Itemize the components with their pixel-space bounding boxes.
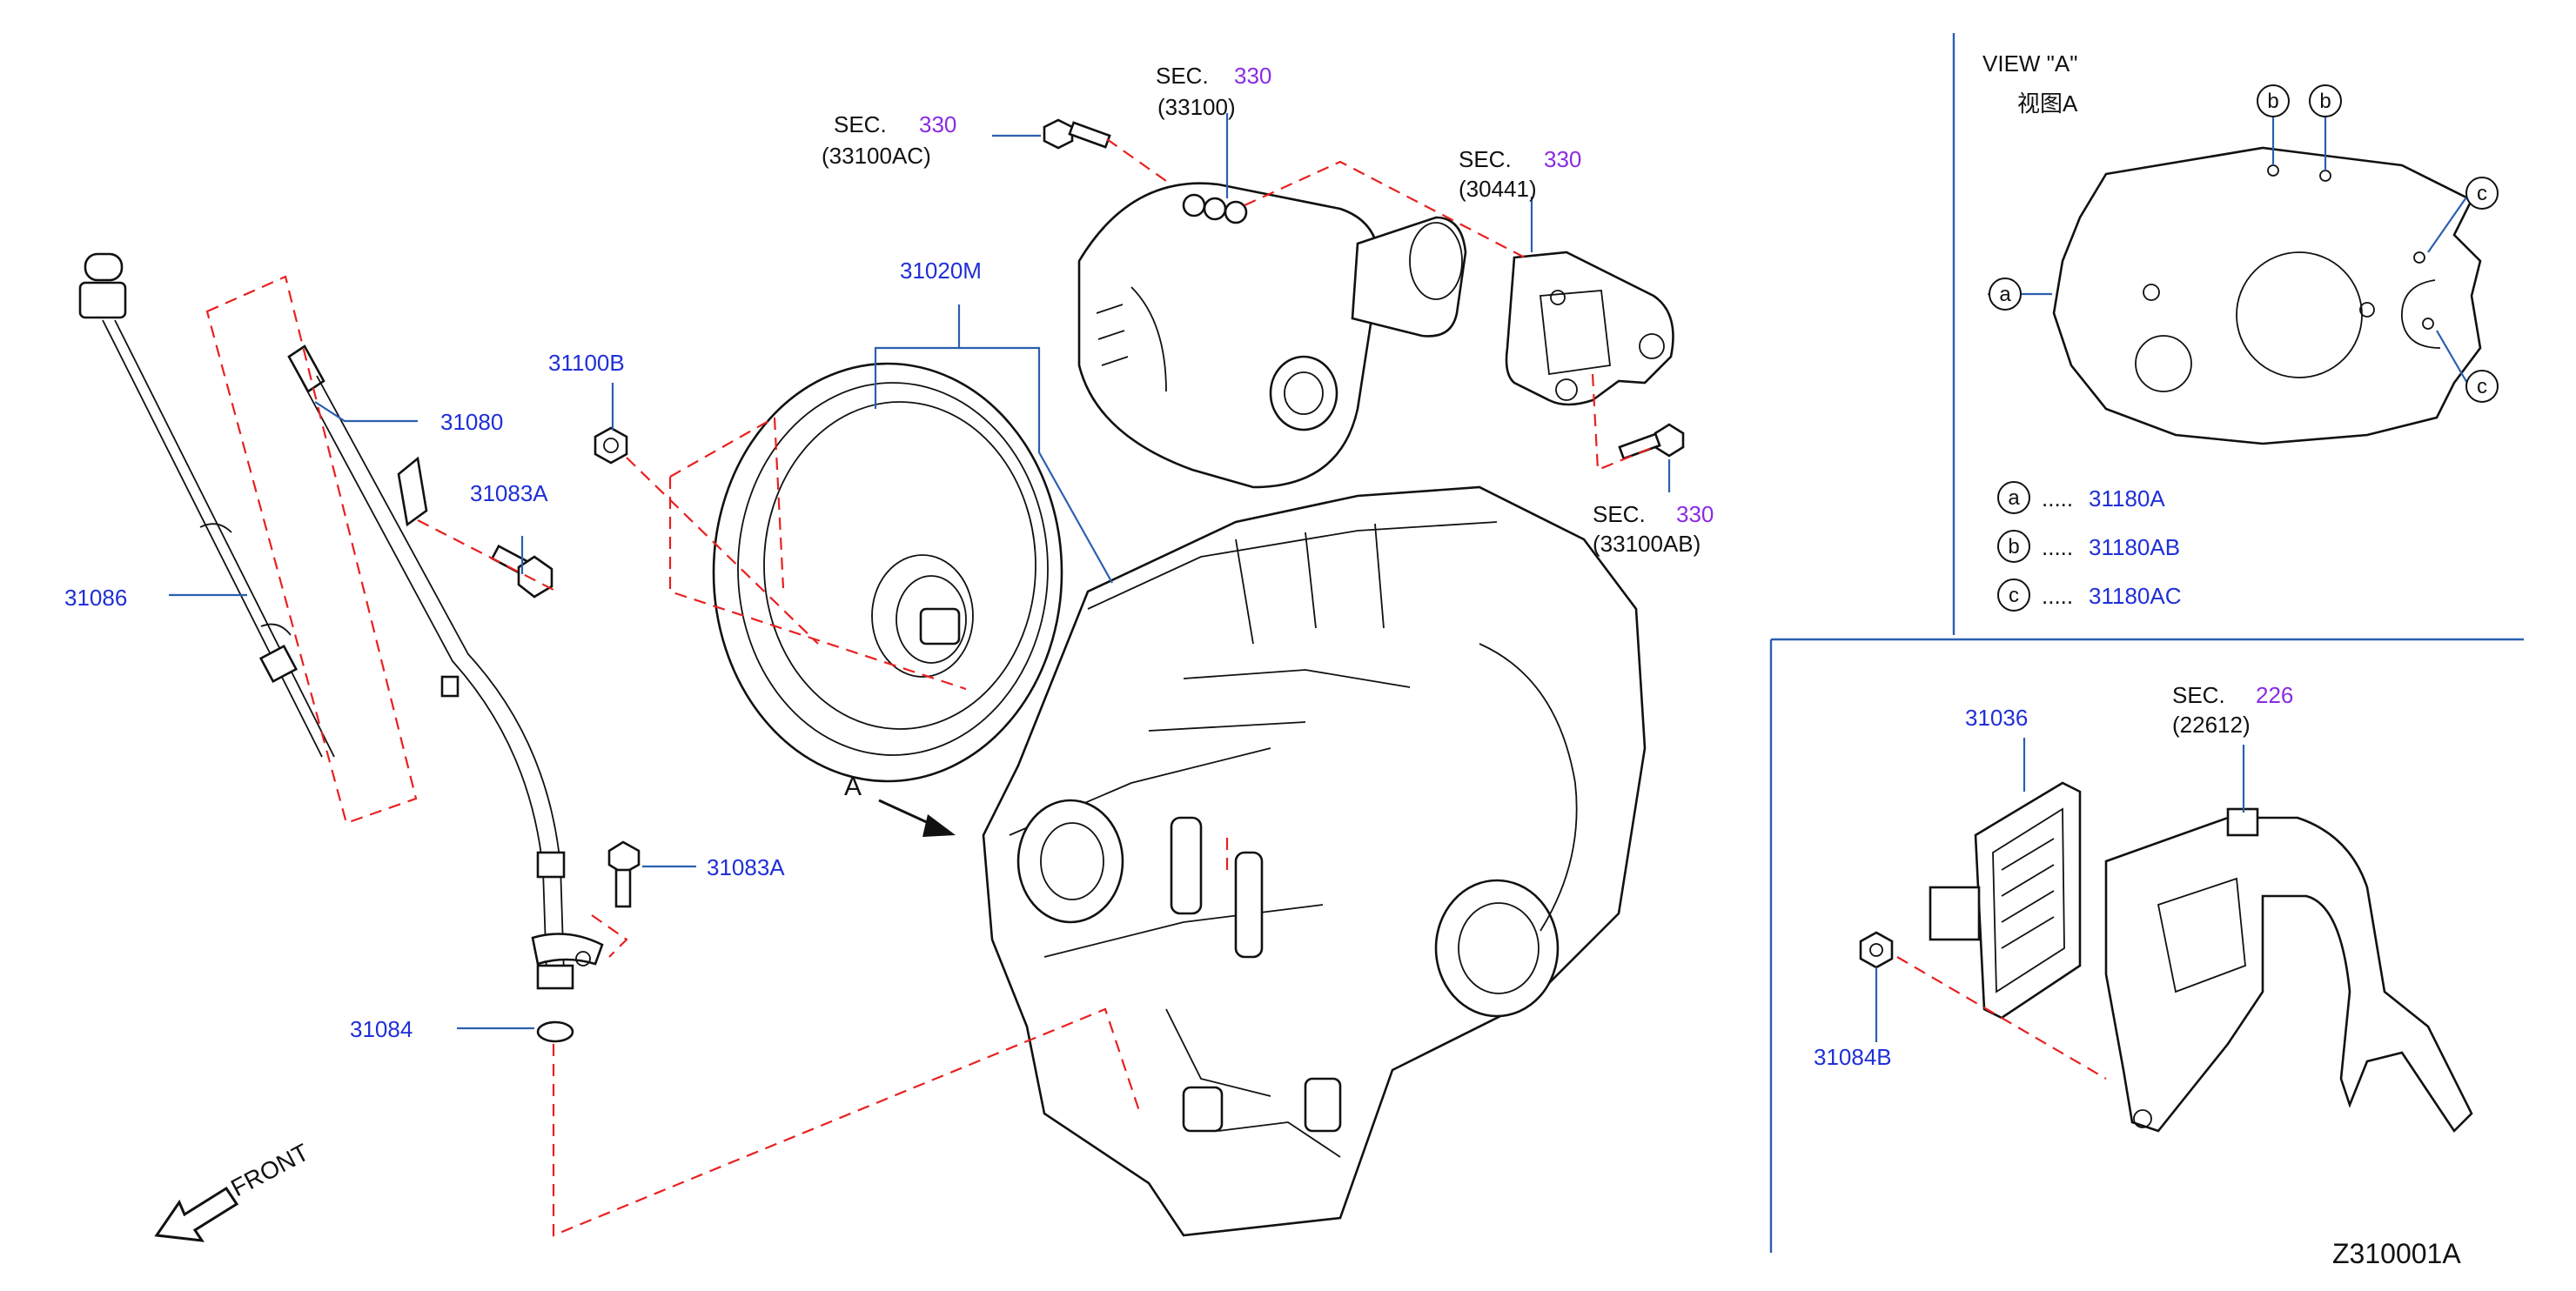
view-subtitle: 视图A	[2017, 90, 2078, 117]
sec-label-2: SEC.	[1156, 63, 1209, 89]
sec-label-5: SEC.	[2172, 682, 2225, 708]
view-a-cover	[2052, 146, 2482, 445]
sec-ref-1: (33100AC)	[822, 143, 931, 169]
dipstick-31086	[78, 252, 335, 758]
callout-31086: 31086	[64, 585, 127, 611]
callout-31100B: 31100B	[548, 350, 625, 376]
nut-31100B	[594, 426, 628, 465]
bubble-b-2: b	[2319, 90, 2331, 113]
legend-part-c: 31180AC	[2089, 583, 2182, 609]
o-ring-31084	[536, 1020, 574, 1043]
legend-dots-a: .....	[2042, 485, 2073, 512]
legend-part-b: 31180AB	[2089, 534, 2180, 560]
legend-dots-b: .....	[2042, 534, 2073, 560]
torque-converter-31020M	[712, 362, 1063, 783]
legend-key-c: c	[2009, 584, 2019, 607]
bubble-c-2: c	[2477, 375, 2487, 398]
callout-31083A-upper: 31083A	[470, 480, 548, 506]
legend-key-a: a	[2008, 486, 2020, 510]
oil-pump-33100	[1077, 182, 1467, 489]
legend-part-a: 31180A	[2089, 485, 2165, 512]
front-arrow-icon	[154, 1186, 239, 1242]
callout-31084B: 31084B	[1814, 1044, 1892, 1070]
sec-num-4: 330	[1676, 501, 1714, 527]
bracket-30441	[1505, 251, 1674, 406]
transmission-case	[982, 485, 1647, 1237]
bubble-b-1: b	[2267, 90, 2278, 113]
sec-ref-4: (33100AB)	[1593, 531, 1701, 557]
sec-num-5: 226	[2256, 682, 2293, 708]
bubble-c-1: c	[2477, 182, 2487, 205]
bolt-31083A-upper	[490, 545, 553, 599]
nut-31084B	[1859, 931, 1894, 969]
legend-key-b: b	[2008, 535, 2019, 559]
sec-num-2: 330	[1234, 63, 1271, 89]
view-a-bubbles: b b c c a	[1989, 84, 2499, 403]
bolt-31083A-lower	[607, 840, 641, 908]
bubble-a: a	[1999, 283, 2011, 306]
diagram-code: Z310001A	[2332, 1238, 2461, 1269]
callout-31020M: 31020M	[900, 258, 982, 284]
callout-31036: 31036	[1965, 705, 2028, 731]
sec-num-3: 330	[1544, 146, 1581, 172]
view-a-arrow-label: A	[844, 773, 862, 801]
bolt-33100AC	[1043, 118, 1111, 150]
tcm-31036	[1929, 781, 2082, 1020]
callout-31084: 31084	[350, 1016, 413, 1042]
sec-label-3: SEC.	[1459, 146, 1512, 172]
callout-31083A-lower: 31083A	[707, 854, 785, 880]
inset-frames	[1769, 33, 2524, 1253]
assembly-lines	[205, 138, 2107, 1237]
leader-lines	[169, 113, 2469, 1042]
view-a-arrow	[878, 799, 956, 837]
sec-num-1: 330	[919, 111, 956, 137]
sec-label-4: SEC.	[1593, 501, 1646, 527]
dipstick-tube-31080	[287, 344, 604, 990]
sec-ref-5: (22612)	[2172, 712, 2251, 738]
sec-ref-3: (30441)	[1459, 176, 1537, 202]
labels: VIEW "A" 视图A 31086 31080 31083A 31083A 3…	[64, 50, 2461, 1269]
sec-ref-2: (33100)	[1157, 94, 1236, 120]
front-label: FRONT	[226, 1139, 313, 1202]
legend: a ..... 31180A b ..... 31180AB c ..... 3…	[1997, 481, 2182, 612]
bracket-22612	[2104, 807, 2473, 1134]
callout-31080: 31080	[440, 409, 503, 435]
bolt-33100AB	[1618, 423, 1685, 460]
sec-label-1: SEC.	[834, 111, 887, 137]
view-title: VIEW "A"	[1982, 50, 2077, 77]
legend-dots-c: .....	[2042, 583, 2073, 609]
